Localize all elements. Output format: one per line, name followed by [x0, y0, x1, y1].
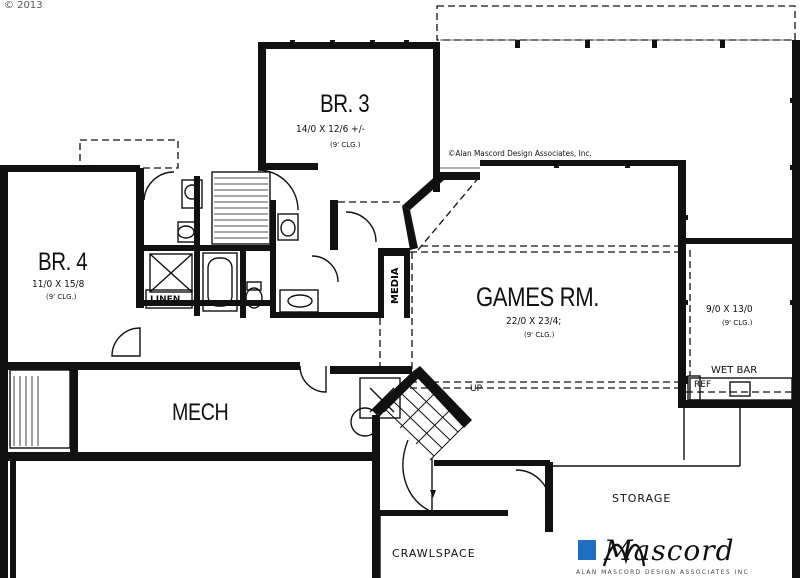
- room-dims-games: 22/0 X 23/4;: [506, 316, 562, 327]
- fixtures: [9, 169, 793, 578]
- wet-bar-label: WET BAR: [711, 365, 758, 376]
- room-ceiling-br4: (9' CLG.): [46, 293, 77, 301]
- room-dims-east: 9/0 X 13/0: [706, 304, 753, 315]
- dashed-outlines: [79, 5, 796, 393]
- room-name-mech: MECH: [172, 399, 229, 426]
- media-label: MEDIA: [390, 267, 401, 304]
- room-dims-br3: 14/0 X 12/6 +/-: [296, 124, 365, 135]
- ref-label: REF: [694, 380, 712, 390]
- room-name-br3: BR. 3: [320, 90, 370, 118]
- room-name-br4: BR. 4: [38, 248, 88, 276]
- room-name-games: GAMES RM.: [476, 282, 600, 312]
- logo-wordmark: Mascord: [604, 534, 735, 567]
- room-ceiling-east: (9' CLG.): [722, 319, 753, 327]
- angled-walls: [372, 172, 480, 428]
- room-ceiling-games: (9' CLG.): [524, 331, 555, 339]
- stair-up-label: UP: [470, 384, 483, 394]
- room-dims-br4: 11/0 X 15/8: [32, 279, 85, 290]
- room-name-crawlspace: CRAWLSPACE: [392, 547, 476, 560]
- design-credit: ©Alan Mascord Design Associates, Inc.: [448, 149, 592, 158]
- logo-tagline: ALAN MASCORD DESIGN ASSOCIATES INC: [576, 569, 750, 576]
- logo-mark: [578, 540, 646, 567]
- wall-ticks: [0, 40, 798, 384]
- linen-label: LINEN: [150, 295, 181, 305]
- room-name-storage: STORAGE: [612, 492, 672, 505]
- walls: [0, 40, 800, 578]
- room-ceiling-br3: (9' CLG.): [330, 141, 361, 149]
- copyright-text: © 2013: [4, 0, 43, 11]
